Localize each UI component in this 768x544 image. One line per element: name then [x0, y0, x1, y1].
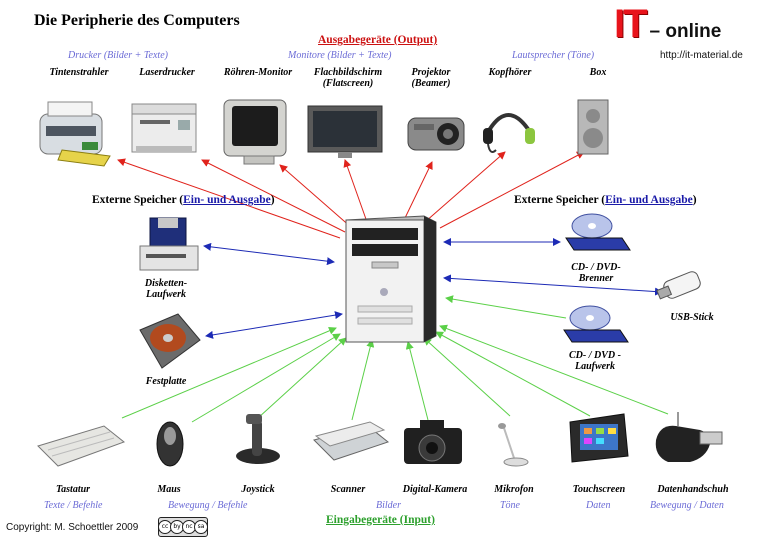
arrow-to-laser [201, 159, 346, 233]
it-online-logo: IT – online [614, 4, 721, 44]
arrow-to-projector [404, 161, 433, 219]
storage-heading-left: Externe Speicher (Ein- und Ausgabe) [92, 194, 275, 206]
floppy-drive-icon [139, 217, 199, 271]
cc-sa-icon: sa [194, 520, 208, 534]
label-touchscreen: Touchscreen [572, 484, 626, 495]
label-joystick: Joystick [241, 484, 275, 495]
page-title: Die Peripherie des Computers [34, 12, 240, 29]
arrow-from-keyboard [121, 327, 337, 419]
label-mouse: Maus [157, 484, 181, 495]
label-laser: Laserdrucker [139, 67, 195, 78]
category-microphone: Töne [500, 500, 520, 511]
logo-it: IT [614, 2, 648, 46]
arrow-to-headphones [424, 151, 506, 223]
category-dataglove: Bewegung / Daten [650, 500, 724, 511]
arrow-from-cd-drive [445, 295, 567, 319]
storage-heading-right-highlight: Ein- und Ausgabe [605, 194, 693, 206]
mouse-icon [156, 421, 184, 467]
arrow-from-mouse [191, 333, 341, 423]
arrow-from-touchscreen [435, 331, 591, 417]
label-projector: Projektor (Beamer) [411, 67, 451, 89]
camera-icon [404, 420, 462, 464]
label-crt: Röhren-Monitor [223, 67, 293, 78]
scanner-icon [313, 421, 390, 461]
arrow-to-box [439, 151, 585, 229]
cd-drive-icon [563, 305, 629, 343]
category-touchscreen: Daten [586, 500, 611, 511]
computer-tower-icon [345, 215, 437, 343]
category-scanner: Bilder [376, 500, 401, 511]
flatscreen-icon [307, 105, 383, 158]
label-box: Box [589, 67, 607, 78]
arrow-from-scanner [351, 339, 375, 421]
arrow-floppy [203, 242, 335, 266]
output-heading: Ausgabegeräte (Output) [318, 34, 438, 46]
copyright: Copyright: M. Schoettler 2009 [6, 522, 139, 533]
speaker-box-icon [577, 99, 609, 155]
label-dataglove: Datenhandschuh [657, 484, 729, 495]
arrow-from-joystick [257, 337, 347, 419]
label-flatscreen: Flachbildschirm (Flatscreen) [313, 67, 383, 89]
input-heading: Eingabegeräte (Input) [326, 514, 435, 526]
arrow-to-crt [279, 164, 353, 229]
label-camera: Digital-Kamera [402, 484, 468, 495]
label-microphone: Mikrofon [494, 484, 534, 495]
storage-heading-left-highlight: Ein- und Ausgabe [183, 194, 271, 206]
usb-stick-icon [656, 271, 701, 300]
logo-online: – online [649, 21, 722, 42]
hard-disk-icon [139, 313, 201, 369]
category-printers: Drucker (Bilder + Texte) [68, 50, 168, 61]
label-cd-drive: CD- / DVD - Laufwerk [569, 350, 621, 372]
headphones-icon [483, 113, 535, 153]
arrow-from-dataglove [439, 324, 669, 415]
cc-license-badge: cc by nc sa [158, 517, 208, 537]
inkjet-printer-icon [39, 101, 111, 167]
data-glove-icon [655, 412, 723, 462]
laser-printer-icon [131, 103, 197, 153]
keyboard-icon [37, 425, 126, 467]
storage-heading-right-suffix: ) [692, 194, 697, 206]
category-keyboard: Texte / Befehle [44, 500, 103, 511]
crt-monitor-icon [223, 99, 287, 165]
cd-burner-icon [565, 213, 631, 251]
category-monitors: Monitore (Bilder + Texte) [288, 50, 392, 61]
arrow-to-inkjet [117, 158, 341, 239]
label-headphones: Kopfhörer [488, 67, 532, 78]
label-floppy: Disketten- Laufwerk [144, 278, 188, 300]
microphone-icon [498, 423, 529, 467]
label-scanner: Scanner [330, 484, 366, 495]
arrow-usb-stick [443, 274, 663, 296]
label-inkjet: Tintenstrahler [49, 67, 109, 78]
category-speakers: Lautsprecher (Töne) [512, 50, 595, 61]
label-keyboard: Tastatur [55, 484, 91, 495]
label-harddisk: Festplatte [145, 376, 187, 387]
arrow-harddisk [205, 311, 343, 339]
label-usb-stick: USB-Stick [670, 312, 714, 323]
category-mouse: Bewegung / Befehle [168, 500, 248, 511]
storage-heading-left-suffix: ) [270, 194, 275, 206]
joystick-icon [236, 414, 280, 464]
projector-icon [407, 117, 465, 151]
label-cd-burner: CD- / DVD- Brenner [571, 262, 621, 284]
touchscreen-icon [569, 413, 629, 463]
logo-url: http://it-material.de [660, 50, 743, 61]
storage-heading-right: Externe Speicher (Ein- und Ausgabe) [514, 194, 697, 206]
arrow-from-microphone [423, 337, 511, 417]
storage-heading-right-prefix: Externe Speicher ( [514, 194, 606, 206]
arrow-to-flatscreen [343, 159, 368, 223]
storage-heading-left-prefix: Externe Speicher ( [92, 194, 184, 206]
arrow-from-camera [405, 341, 429, 421]
